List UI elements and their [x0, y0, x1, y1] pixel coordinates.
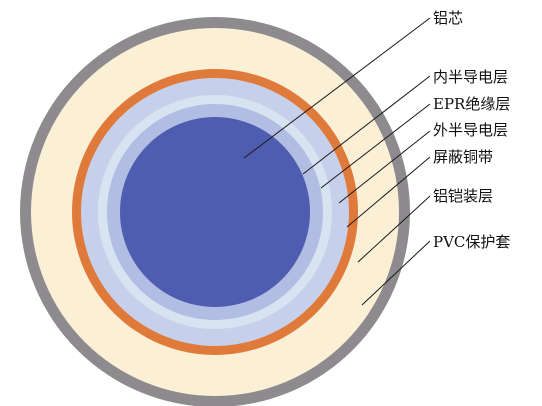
leader-aluminum-core [243, 17, 431, 159]
label-copper-tape-shield: 屏蔽铜带 [433, 148, 493, 166]
label-aluminum-core: 铝芯 [433, 9, 463, 27]
label-epr-insulation: EPR绝缘层 [433, 95, 510, 113]
label-outer-semiconductive: 外半导电层 [433, 121, 508, 139]
layer-labels: 铝芯 内半导电层 EPR绝缘层 外半导电层 屏蔽铜带 铝铠装层 PVC保护套 [433, 9, 510, 251]
cable-layers [20, 17, 410, 406]
leader-copper-tape-shield [346, 156, 431, 228]
label-aluminum-armor: 铝铠装层 [433, 187, 493, 205]
leader-aluminum-armor [357, 195, 431, 263]
label-inner-semiconductive: 内半导电层 [433, 68, 508, 86]
leader-epr-insulation [320, 103, 431, 189]
leader-pvc-sheath [361, 240, 431, 306]
leader-outer-semiconductive [338, 130, 431, 204]
leader-lines [243, 17, 431, 306]
label-pvc-sheath: PVC保护套 [433, 233, 510, 251]
aluminum-core [120, 117, 310, 307]
leader-inner-semiconductive [302, 75, 431, 175]
